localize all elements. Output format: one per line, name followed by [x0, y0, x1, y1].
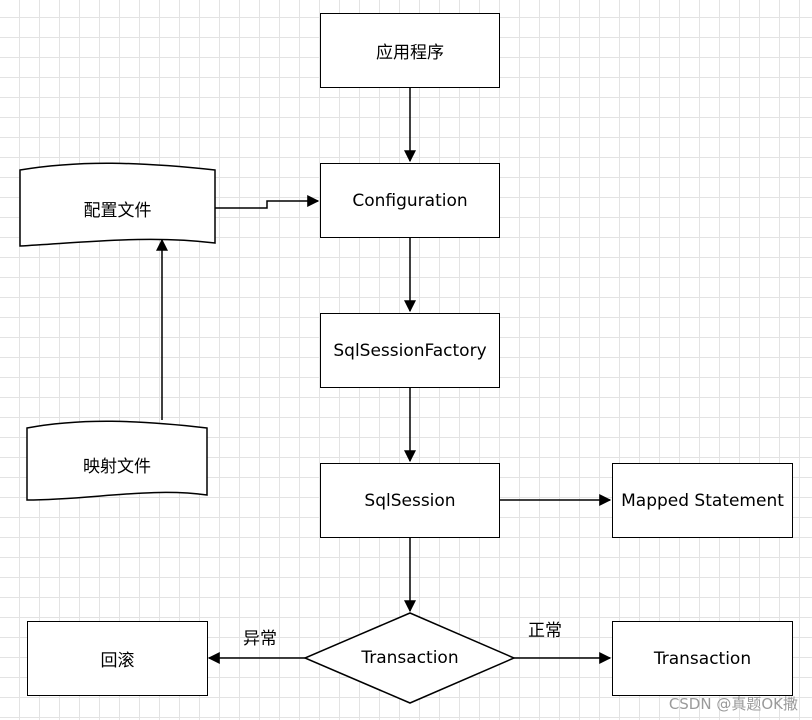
node-rollback-label: 回滚 [100, 651, 135, 671]
node-transaction-decision[interactable]: Transaction [330, 640, 490, 676]
node-configuration[interactable]: Configuration [320, 163, 500, 238]
node-app-label: 应用程序 [376, 43, 444, 63]
node-config-file-label: 配置文件 [83, 200, 152, 221]
watermark-text: CSDN @真题OK撒 [668, 695, 798, 713]
node-transaction-result[interactable]: Transaction [612, 621, 793, 696]
node-transaction-decision-label: Transaction [361, 648, 459, 668]
node-config-file[interactable]: 配置文件 [20, 180, 215, 236]
edge-config-file-to-configuration [215, 195, 320, 209]
node-sqlsession[interactable]: SqlSession [320, 463, 500, 538]
doc-shape-mapper-file [26, 420, 208, 501]
node-transaction-result-label: Transaction [653, 648, 752, 669]
edge-label-exception: 异常 [243, 628, 277, 649]
node-app[interactable]: 应用程序 [320, 13, 500, 88]
edge-label-normal: 正常 [528, 620, 562, 641]
node-mapped-statement[interactable]: Mapped Statement [612, 463, 793, 538]
node-mapper-file[interactable]: 映射文件 [27, 436, 207, 492]
node-mapper-file-label: 映射文件 [83, 456, 151, 477]
doc-shape-config-file [19, 162, 216, 247]
node-rollback[interactable]: 回滚 [27, 621, 208, 696]
node-sqlsession-label: SqlSession [364, 490, 456, 511]
decision-diamond-transaction [303, 612, 516, 704]
node-configuration-label: Configuration [352, 190, 468, 211]
node-sqlsessionfactory[interactable]: SqlSessionFactory [320, 313, 500, 388]
node-sqlsessionfactory-label: SqlSessionFactory [333, 340, 487, 361]
node-mapped-statement-label: Mapped Statement [621, 490, 784, 511]
